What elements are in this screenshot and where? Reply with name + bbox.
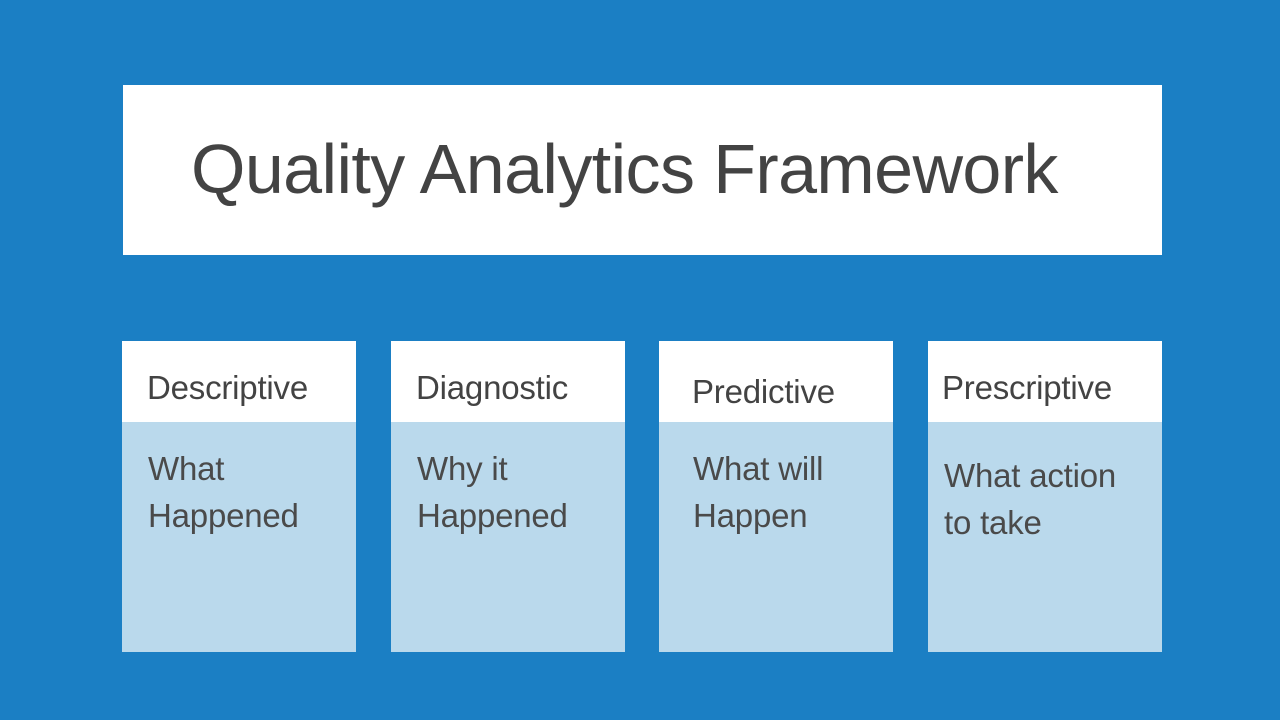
card-header-label: Prescriptive [942, 368, 1112, 406]
card-body: Why it Happened [417, 445, 617, 539]
analytics-card-predictive[interactable]: Predictive What will Happen [659, 341, 893, 652]
card-body-line-2: Happened [417, 497, 568, 534]
title-banner: Quality Analytics Framework [123, 85, 1162, 255]
analytics-card-descriptive[interactable]: Descriptive What Happened [122, 341, 356, 652]
card-body-line-1: What will [693, 450, 824, 487]
card-body: What will Happen [693, 445, 885, 539]
card-header: Predictive [659, 341, 893, 422]
card-body-line-2: to take [944, 504, 1042, 541]
card-header-label: Descriptive [147, 368, 309, 406]
card-header-label: Predictive [692, 372, 835, 410]
card-body-line-2: Happen [693, 497, 808, 534]
card-body-line-1: What [148, 450, 225, 487]
analytics-card-row: Descriptive What Happened Diagnostic Why… [122, 341, 1162, 652]
card-body: What Happened [148, 445, 348, 539]
card-header-label: Diagnostic [416, 368, 569, 406]
card-header: Prescriptive [928, 341, 1162, 422]
page-title: Quality Analytics Framework [191, 130, 1058, 209]
card-body: What action to take [944, 452, 1154, 546]
analytics-card-prescriptive[interactable]: Prescriptive What action to take [928, 341, 1162, 652]
card-body-line-2: Happened [148, 497, 299, 534]
card-header: Descriptive [122, 341, 356, 422]
card-header: Diagnostic [391, 341, 625, 422]
analytics-card-diagnostic[interactable]: Diagnostic Why it Happened [391, 341, 625, 652]
card-body-line-1: Why it [417, 450, 508, 487]
card-body-line-1: What action [944, 457, 1117, 494]
